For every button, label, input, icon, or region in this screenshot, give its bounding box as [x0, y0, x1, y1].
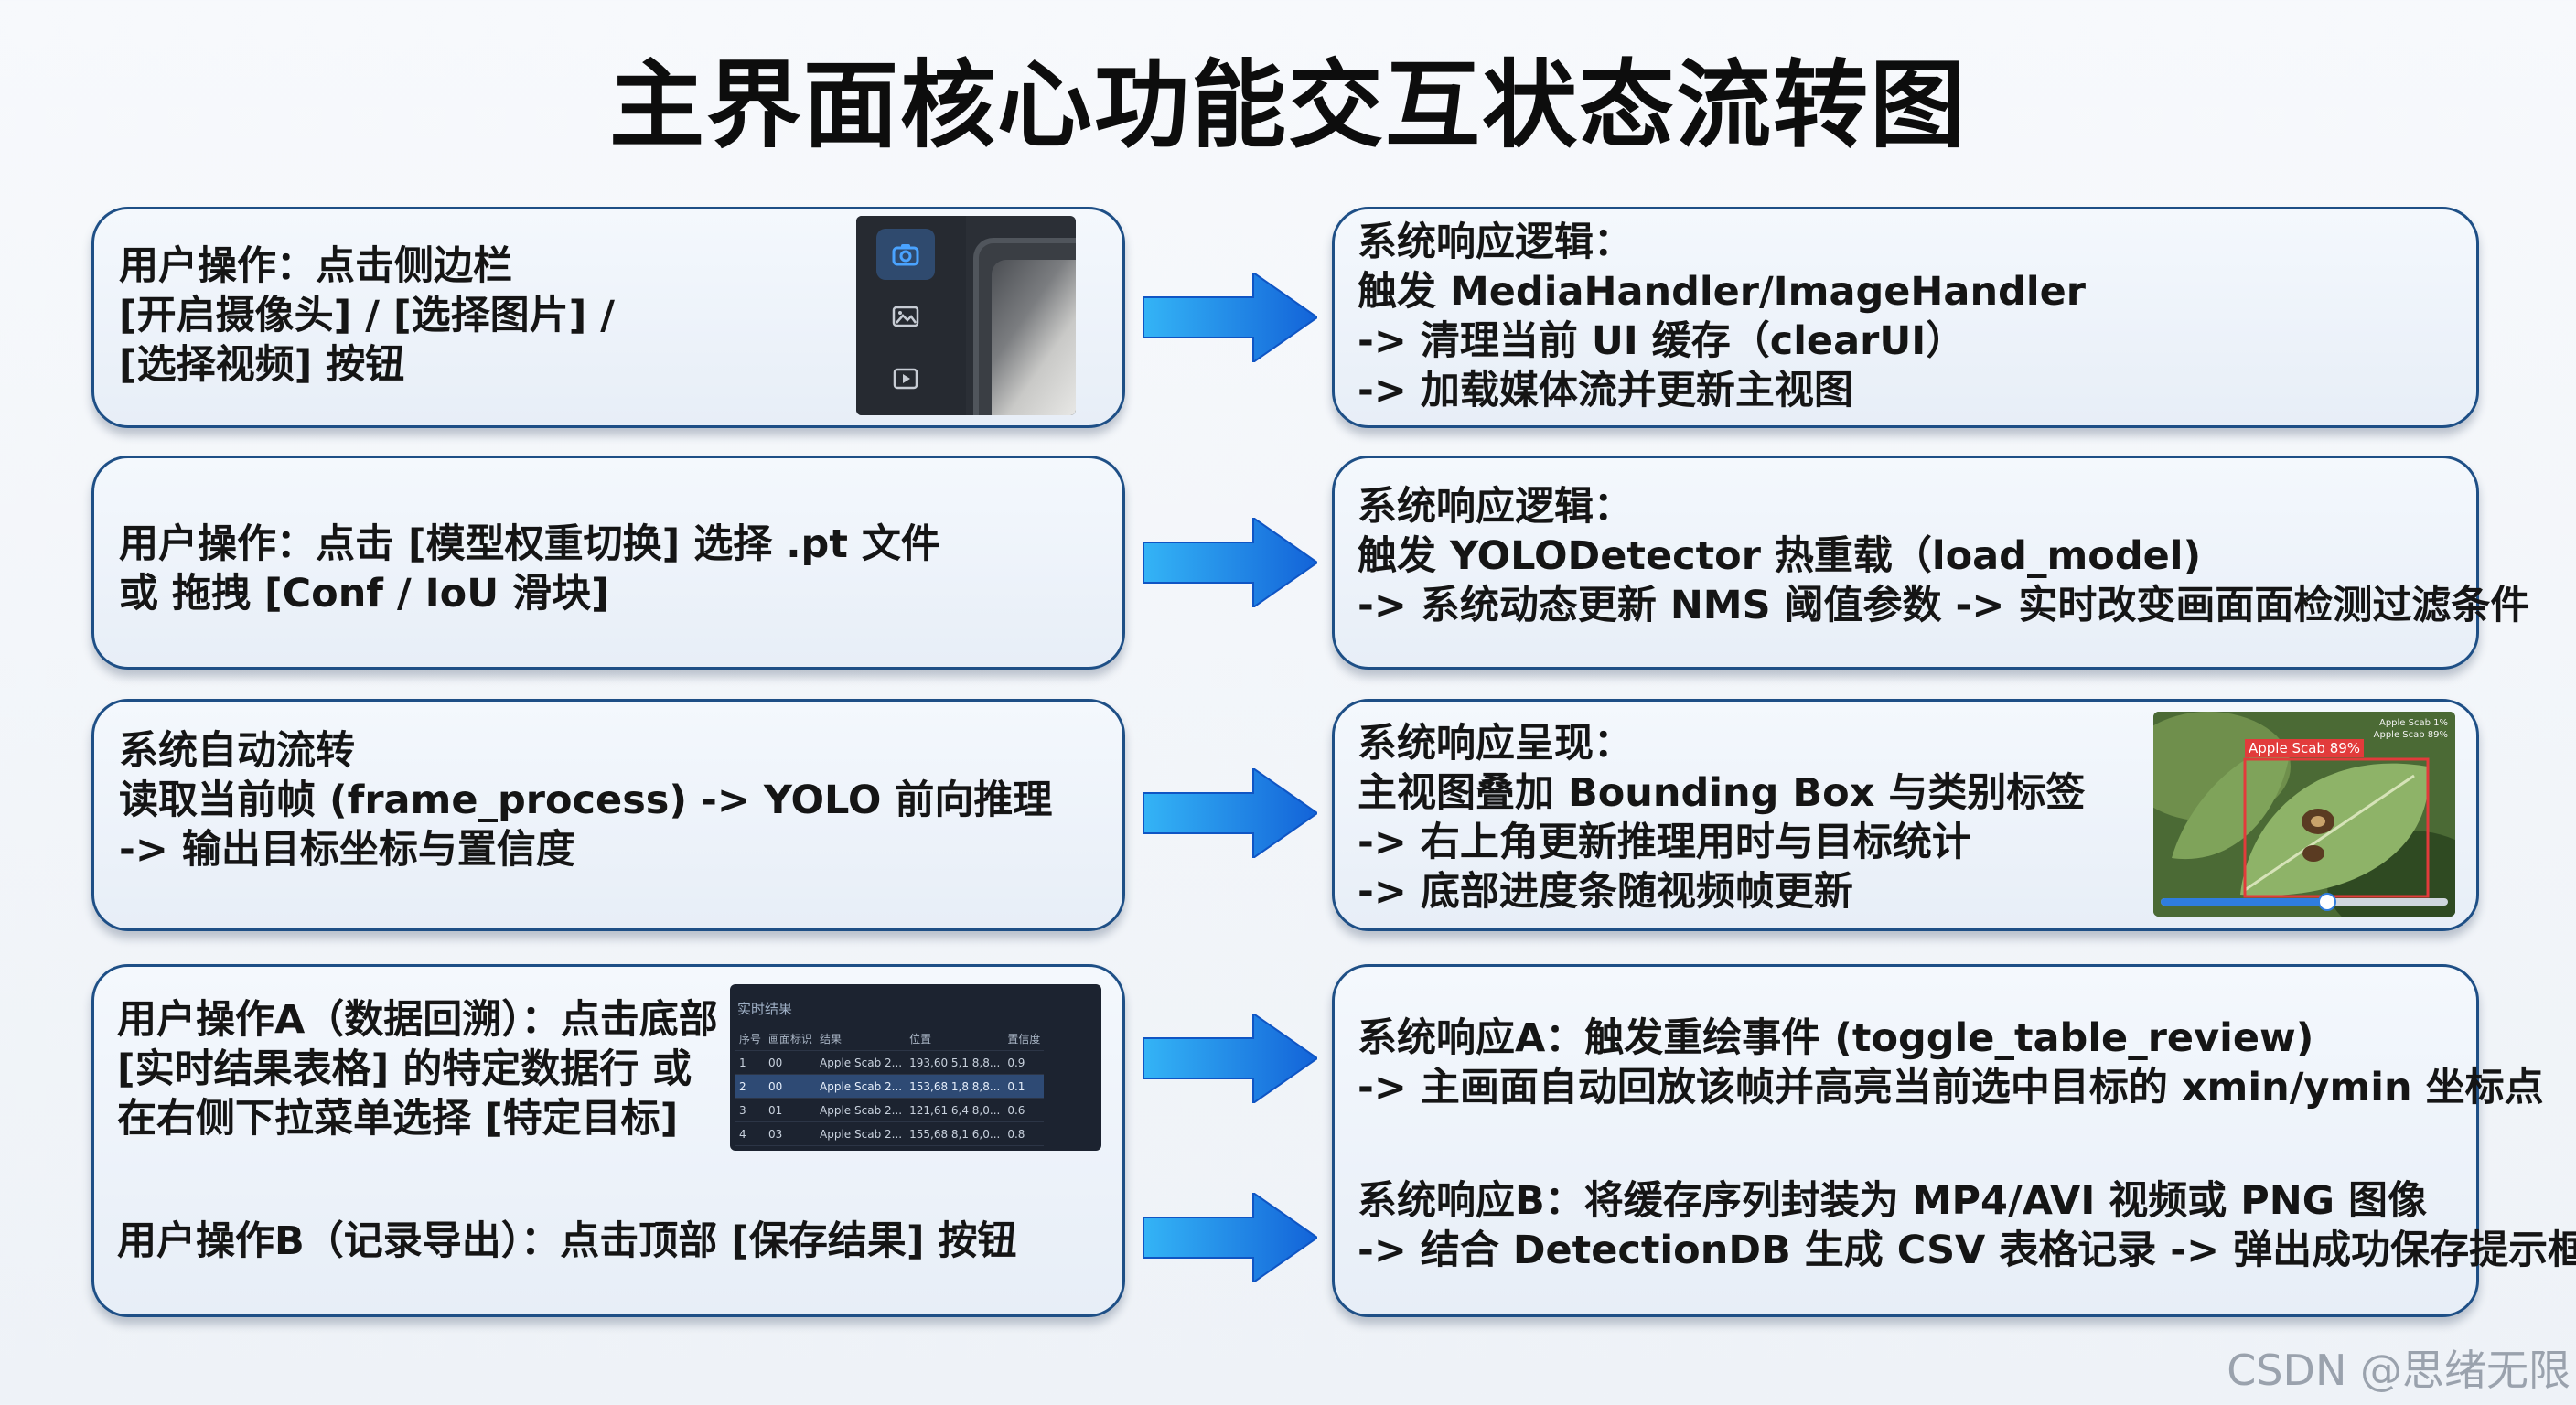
- progress-knob[interactable]: [2318, 893, 2337, 911]
- text-line: -> 加载媒体流并更新主视图: [1358, 368, 1853, 413]
- table-row[interactable]: 4 03 Apple Scab 2... 155,68 8,1 6,0... 0…: [735, 1121, 1045, 1146]
- column-header: 画面标识: [765, 1026, 817, 1051]
- system-response-text-1: 系统响应逻辑： 触发 MediaHandler/ImageHandler -> …: [1358, 218, 2086, 415]
- system-response-text-3: 系统响应呈现： 主视图叠加 Bounding Box 与类别标签 -> 右上角更…: [1358, 719, 2085, 917]
- system-response-text-4a: 系统响应A：触发重绘事件 (toggle_table_review) -> 主画…: [1358, 1014, 2544, 1112]
- table-row[interactable]: 1 00 Apple Scab 2... 193,60 5,1 8,8... 0…: [735, 1050, 1045, 1075]
- table-row[interactable]: 3 01 Apple Scab 2... 121,61 6,4 8,0... 0…: [735, 1098, 1045, 1122]
- text-line: -> 底部进度条随视频帧更新: [1358, 869, 1853, 915]
- table-header-row: 序号 画面标识 结果 位置 置信度: [735, 1026, 1045, 1051]
- text-line: 系统自动流转: [119, 728, 355, 774]
- table-cell: 01: [765, 1098, 817, 1122]
- user-action-text-4a: 用户操作A（数据回溯）：点击底部 [实时结果表格] 的特定数据行 或 在右侧下拉…: [117, 995, 718, 1143]
- text-line: 系统响应A：触发重绘事件 (toggle_table_review): [1358, 1015, 2314, 1061]
- column-header: 序号: [735, 1026, 766, 1051]
- text-line: 在右侧下拉菜单选择 [特定目标]: [117, 1096, 679, 1142]
- results-table: 序号 画面标识 结果 位置 置信度 1 00 Apple Scab 2... 1…: [735, 1026, 1045, 1146]
- watermark: CSDN @思绪无限: [2227, 1346, 2571, 1395]
- text-line: 系统响应逻辑：: [1358, 484, 1633, 530]
- table-cell: Apple Scab 2...: [816, 1098, 907, 1122]
- video-progress-bar[interactable]: [2161, 893, 2448, 911]
- text-line: 主视图叠加 Bounding Box 与类别标签: [1358, 770, 2086, 816]
- stat-line: Apple Scab 1%: [2378, 718, 2448, 728]
- text-line: 或 拖拽 [Conf / IoU 滑块]: [119, 571, 609, 617]
- text-line: [实时结果表格] 的特定数据行 或: [117, 1046, 692, 1092]
- text-line: [开启摄像头] / [选择图片] /: [119, 293, 615, 338]
- table-cell: 00: [765, 1050, 817, 1075]
- results-table-screenshot: 实时结果 序号 画面标识 结果 位置 置信度 1 00 Apple Scab 2…: [730, 984, 1101, 1151]
- system-flow-card-3: [91, 699, 1125, 931]
- text-line: 用户操作：点击侧边栏: [119, 243, 512, 289]
- table-cell: 153,68 1,8 8,8...: [906, 1074, 1004, 1099]
- table-cell: 0.6: [1004, 1098, 1045, 1122]
- preview-panel: [973, 238, 1076, 415]
- arrow-right-icon: [1143, 1193, 1317, 1282]
- table-cell: 155,68 8,1 6,0...: [906, 1121, 1004, 1146]
- arrow-right-icon: [1143, 1014, 1317, 1103]
- video-icon: [876, 353, 935, 404]
- table-cell: 0.1: [1004, 1074, 1045, 1099]
- table-cell: Apple Scab 2...: [816, 1050, 907, 1075]
- table-cell: 1: [735, 1050, 766, 1075]
- text-line: 系统响应逻辑：: [1358, 220, 1633, 265]
- text-line: 读取当前帧 (frame_process) -> YOLO 前向推理: [119, 778, 1053, 823]
- sidebar-column: [856, 216, 966, 415]
- text-line: -> 输出目标坐标与置信度: [119, 827, 575, 873]
- text-line: -> 系统动态更新 NMS 阈值参数 -> 实时改变画面面检测过滤条件: [1358, 583, 2530, 628]
- system-response-card-4: [1332, 964, 2479, 1317]
- text-line: [选择视频] 按钮: [119, 342, 405, 388]
- text-line: -> 主画面自动回放该帧并高亮当前选中目标的 xmin/ymin 坐标点: [1358, 1065, 2544, 1110]
- camera-icon: [876, 229, 935, 280]
- text-line: 触发 YOLODetector 热重载（load_model): [1358, 533, 2202, 579]
- text-line: 系统响应呈现：: [1358, 721, 1633, 767]
- table-cell: 4: [735, 1121, 766, 1146]
- table-cell: 0.8: [1004, 1121, 1045, 1146]
- arrow-right-icon: [1143, 273, 1317, 362]
- table-row[interactable]: 2 00 Apple Scab 2... 153,68 1,8 8,8... 0…: [735, 1074, 1045, 1099]
- stat-line: Apple Scab 89%: [2373, 730, 2448, 740]
- table-cell: 2: [735, 1074, 766, 1099]
- table-cell: 121,61 6,4 8,0...: [906, 1098, 1004, 1122]
- user-action-text-2: 用户操作：点击 [模型权重切换] 选择 .pt 文件 或 拖拽 [Conf / …: [119, 520, 940, 618]
- detection-stats: Apple Scab 1% Apple Scab 89%: [2374, 717, 2448, 741]
- text-line: 用户操作B（记录导出）：点击顶部 [保存结果] 按钮: [117, 1218, 1017, 1264]
- detection-preview: Apple Scab 89% Apple Scab 1% Apple Scab …: [2153, 712, 2455, 917]
- page-title: 主界面核心功能交互状态流转图: [608, 49, 1967, 161]
- table-heading: 实时结果: [737, 1001, 793, 1017]
- column-header: 置信度: [1004, 1026, 1045, 1051]
- system-flow-text-3: 系统自动流转 读取当前帧 (frame_process) -> YOLO 前向推…: [119, 726, 1052, 874]
- user-action-text-4b: 用户操作B（记录导出）：点击顶部 [保存结果] 按钮: [117, 1217, 1017, 1266]
- system-response-text-4b: 系统响应B：将缓存序列封装为 MP4/AVI 视频或 PNG 图像 -> 结合 …: [1358, 1176, 2576, 1275]
- system-response-text-2: 系统响应逻辑： 触发 YOLODetector 热重载（load_model) …: [1358, 482, 2529, 630]
- table-cell: 03: [765, 1121, 817, 1146]
- text-line: 用户操作A（数据回溯）：点击底部: [117, 997, 718, 1043]
- leaf-image: [2153, 712, 2455, 917]
- detection-label: Apple Scab 89%: [2245, 739, 2365, 757]
- system-response-card-1: [1332, 207, 2479, 428]
- column-header: 位置: [906, 1026, 1004, 1051]
- arrow-right-icon: [1143, 518, 1317, 607]
- text-line: 用户操作：点击 [模型权重切换] 选择 .pt 文件: [119, 521, 940, 567]
- table-cell: 3: [735, 1098, 766, 1122]
- table-cell: 00: [765, 1074, 817, 1099]
- text-line: 系统响应B：将缓存序列封装为 MP4/AVI 视频或 PNG 图像: [1358, 1178, 2428, 1224]
- user-action-text-1: 用户操作：点击侧边栏 [开启摄像头] / [选择图片] / [选择视频] 按钮: [119, 241, 615, 390]
- table-cell: 0.9: [1004, 1050, 1045, 1075]
- arrow-right-icon: [1143, 768, 1317, 858]
- sidebar-screenshot: [856, 216, 1076, 415]
- progress-fill: [2161, 898, 2328, 906]
- table-cell: 193,60 5,1 8,8...: [906, 1050, 1004, 1075]
- table-cell: Apple Scab 2...: [816, 1074, 907, 1099]
- column-header: 结果: [816, 1026, 907, 1051]
- text-line: -> 清理当前 UI 缓存（clearUI）: [1358, 318, 1966, 364]
- image-icon: [876, 291, 935, 342]
- table-cell: Apple Scab 2...: [816, 1121, 907, 1146]
- text-line: 触发 MediaHandler/ImageHandler: [1358, 269, 2086, 315]
- text-line: -> 结合 DetectionDB 生成 CSV 表格记录 -> 弹出成功保存提…: [1358, 1228, 2576, 1273]
- system-response-card-2: [1332, 456, 2479, 670]
- user-action-card-2: [91, 456, 1125, 670]
- text-line: -> 右上角更新推理用时与目标统计: [1358, 820, 1971, 865]
